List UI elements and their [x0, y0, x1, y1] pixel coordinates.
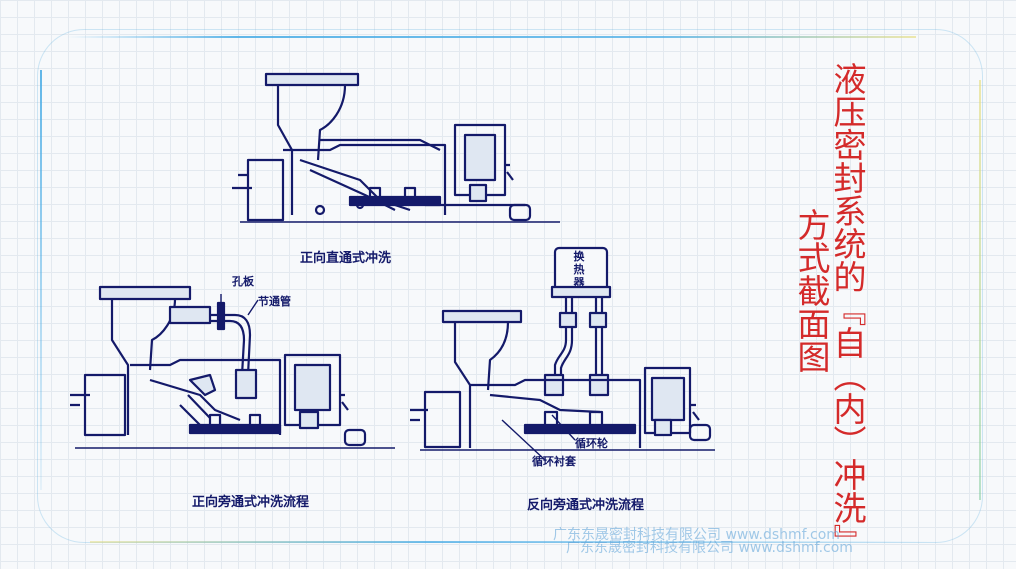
pipe-label: 节通管 [258, 295, 291, 308]
slide-title-line1: 液压密封系统的『自（内）冲洗』 [828, 62, 867, 557]
slide-title-line2: 方式截面图 [792, 208, 831, 373]
top-diagram-caption: 正向直通式冲洗 [300, 251, 392, 266]
orifice-label: 孔板 [232, 275, 254, 288]
frame-right-line [979, 80, 981, 500]
impeller-label: 循环轮 [575, 437, 608, 450]
bottom-right-pump-drawing [410, 246, 715, 451]
bottom-left-diagram-caption: 正向旁通式冲洗流程 [192, 495, 310, 510]
frame-left-line [40, 70, 42, 490]
heat-exchanger-label: 换热器 [573, 250, 585, 289]
watermark-text-2: 广东东晟密封科技有限公司 www.dshmf.com [566, 540, 853, 556]
bottom-right-diagram-caption: 反向旁通式冲洗流程 [527, 498, 645, 513]
watermark-text-1: 广东东晟密封科技有限公司 www.dshmf.com [553, 527, 840, 543]
top-pump-drawing [232, 72, 560, 223]
frame-top-line [66, 36, 916, 38]
frame-bottom-line [90, 541, 940, 543]
leader-lines [220, 294, 576, 461]
sleeve-label: 循环衬套 [532, 455, 576, 468]
bottom-left-pump-drawing [70, 285, 395, 449]
